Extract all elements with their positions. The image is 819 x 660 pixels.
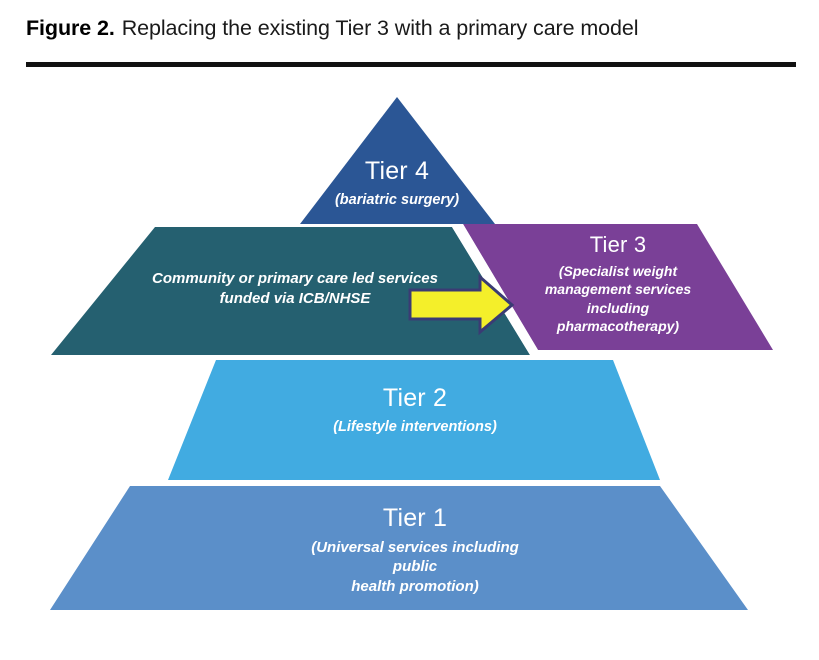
tier-2-shape [168, 360, 660, 480]
tier-1-shape [50, 486, 748, 610]
replacement-arrow-icon [408, 273, 515, 336]
tier-3-shape [463, 224, 773, 350]
tier-3-replacement-shape [51, 227, 530, 355]
tier-pyramid-diagram: Tier 4 (bariatric surgery) Community or … [0, 72, 819, 660]
caption-divider-rule [26, 62, 796, 67]
figure-number: Figure 2. [26, 16, 115, 40]
figure-caption: Figure 2.Replacing the existing Tier 3 w… [26, 16, 796, 41]
tier-4-shape [300, 97, 495, 224]
figure-title: Replacing the existing Tier 3 with a pri… [121, 16, 639, 40]
